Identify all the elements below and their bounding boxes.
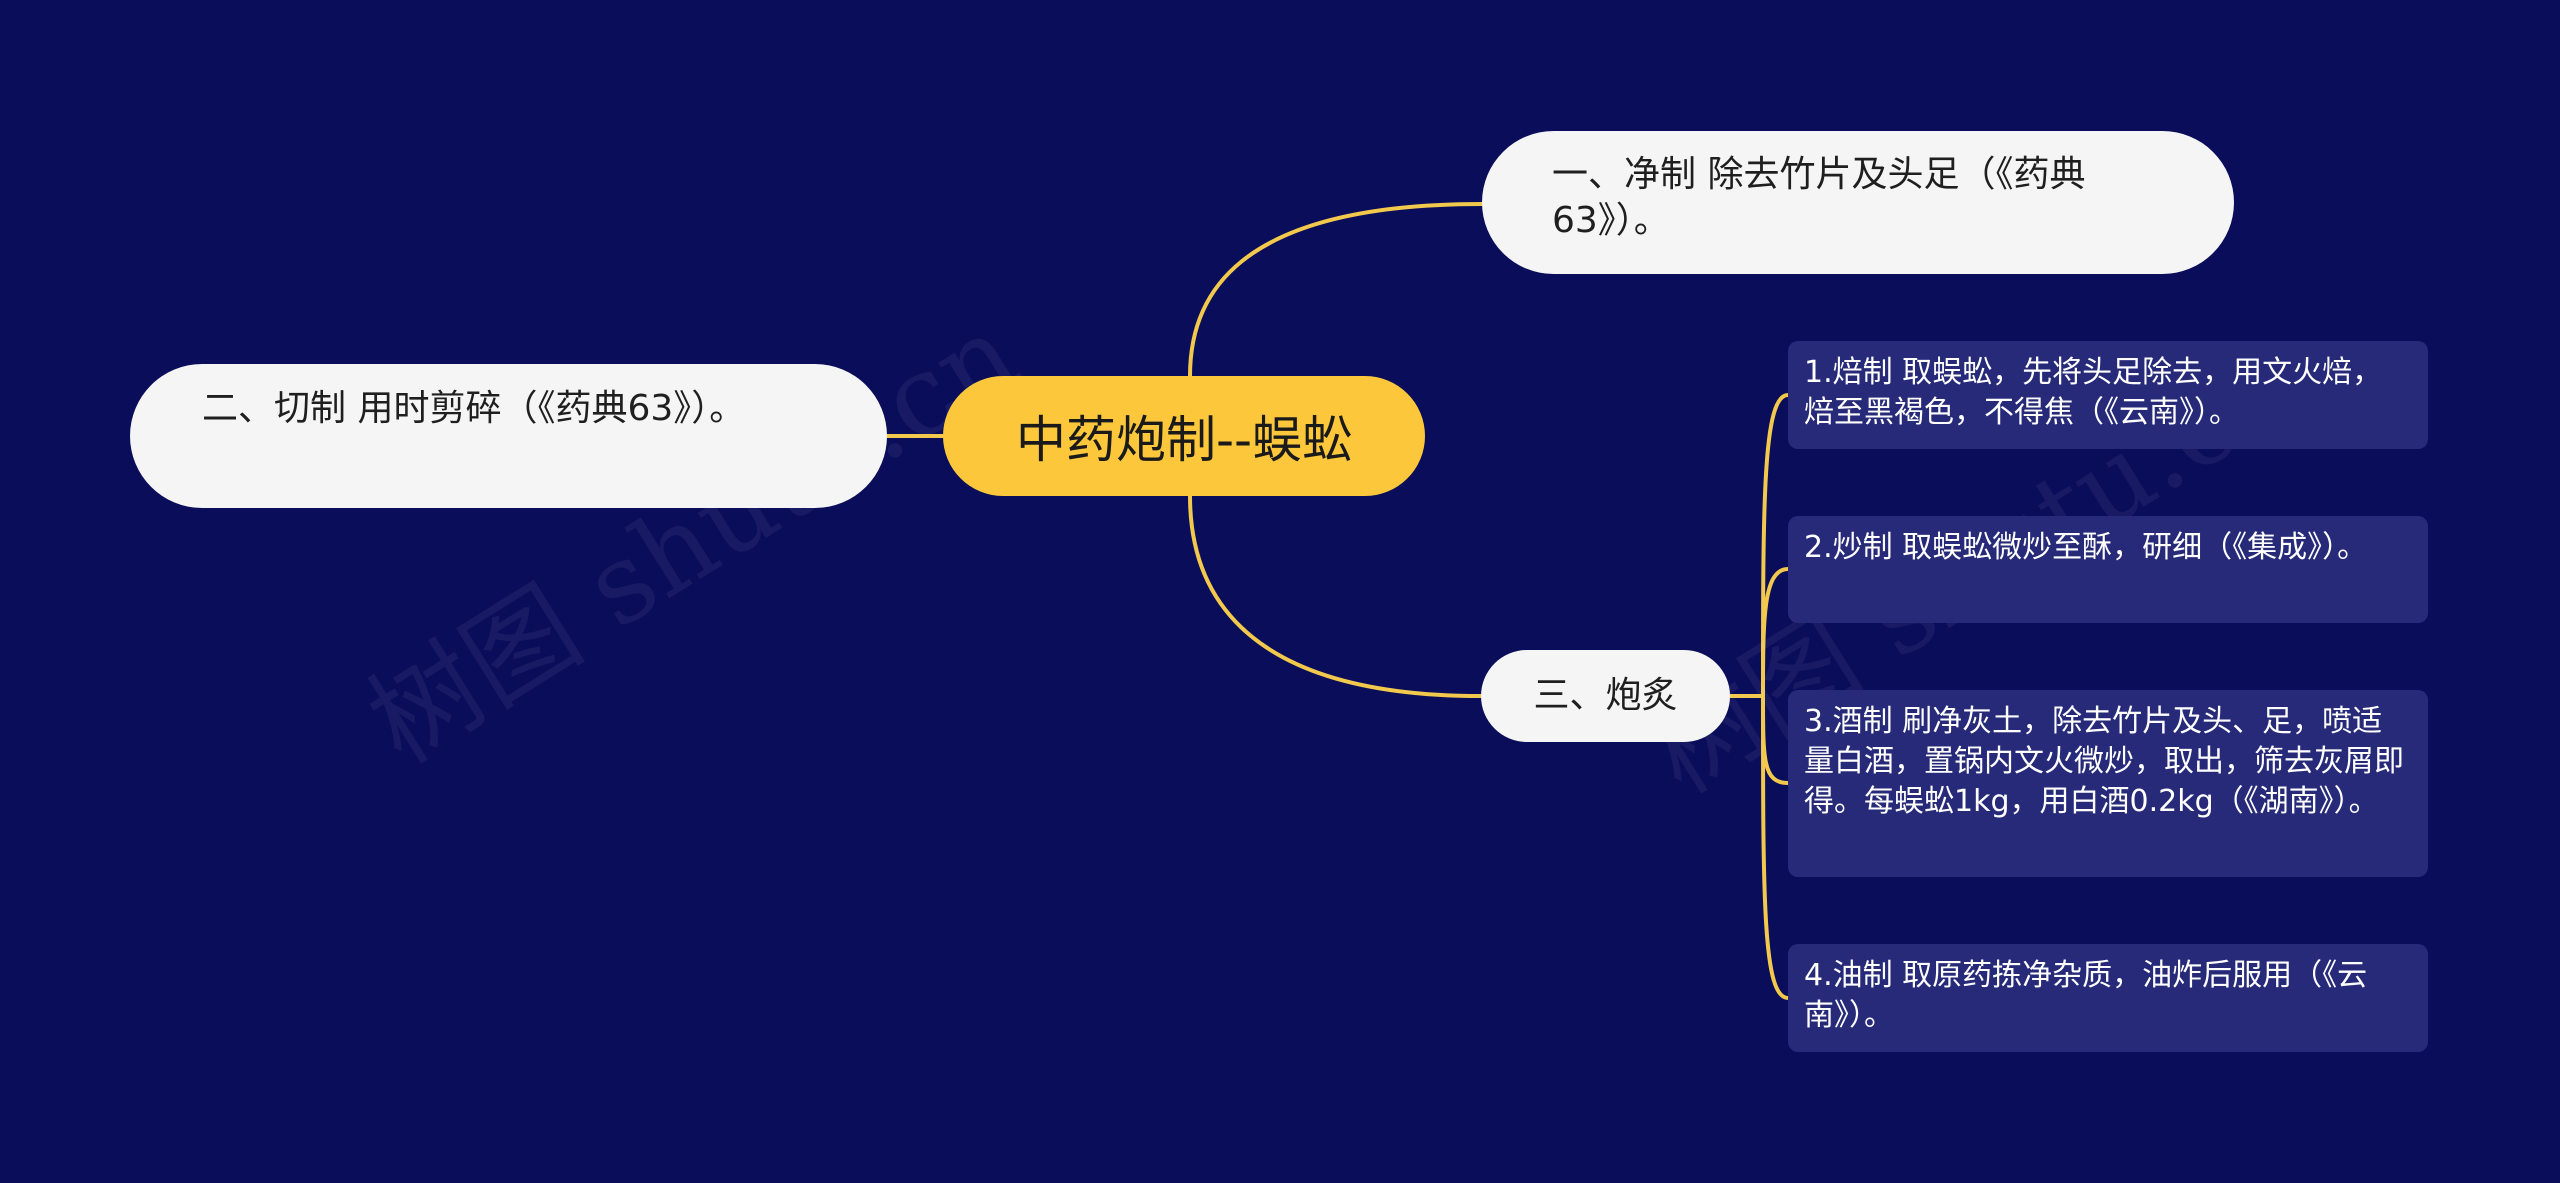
leaf-node-chaozhi[interactable]: 2.炒制 取蜈蚣微炒至酥，研细（《集成》）。 [1788, 516, 2428, 623]
connector-central-to-topic-3 [1188, 494, 1483, 698]
connector-to-leaf-4 [1761, 694, 1790, 1000]
topic-node-label: 二、切制 用时剪碎（《药典63》）。 [202, 388, 746, 429]
topic-node-qiezhi[interactable]: 二、切制 用时剪碎（《药典63》）。 [130, 364, 887, 508]
leaf-node-label: 4.油制 取原药拣净杂质，油炸后服用（《云南》）。 [1804, 958, 2368, 1033]
topic-node-label: 一、净制 除去竹片及头足（《药典63》）。 [1552, 154, 2086, 241]
connector-to-leaf-1 [1761, 393, 1790, 698]
leaf-node-jiuzhi[interactable]: 3.酒制 刷净灰土，除去竹片及头、足，喷适量白酒，置锅内文火微炒，取出，筛去灰屑… [1788, 690, 2428, 877]
connector-to-leaf-2 [1761, 567, 1790, 698]
connector-to-leaf-3 [1761, 694, 1790, 785]
leaf-node-label: 3.酒制 刷净灰土，除去竹片及头、足，喷适量白酒，置锅内文火微炒，取出，筛去灰屑… [1804, 704, 2404, 819]
topic-node-label: 三、炮炙 [1533, 675, 1678, 716]
central-node-label: 中药炮制--蜈蚣 [1015, 411, 1353, 469]
topic-node-jingzhi[interactable]: 一、净制 除去竹片及头足（《药典63》）。 [1482, 131, 2234, 274]
central-node[interactable]: 中药炮制--蜈蚣 [943, 376, 1425, 496]
connector-central-to-topic-1 [1188, 202, 1484, 378]
leaf-node-youzhi[interactable]: 4.油制 取原药拣净杂质，油炸后服用（《云南》）。 [1788, 944, 2428, 1052]
leaf-node-label: 2.炒制 取蜈蚣微炒至酥，研细（《集成》）。 [1804, 530, 2368, 565]
leaf-node-beizhi[interactable]: 1.焙制 取蜈蚣，先将头足除去，用文火焙，焙至黑褐色，不得焦（《云南》）。 [1788, 341, 2428, 449]
topic-node-paozhi[interactable]: 三、炮炙 [1481, 650, 1730, 742]
leaf-node-label: 1.焙制 取蜈蚣，先将头足除去，用文火焙，焙至黑褐色，不得焦（《云南》）。 [1804, 355, 2383, 430]
